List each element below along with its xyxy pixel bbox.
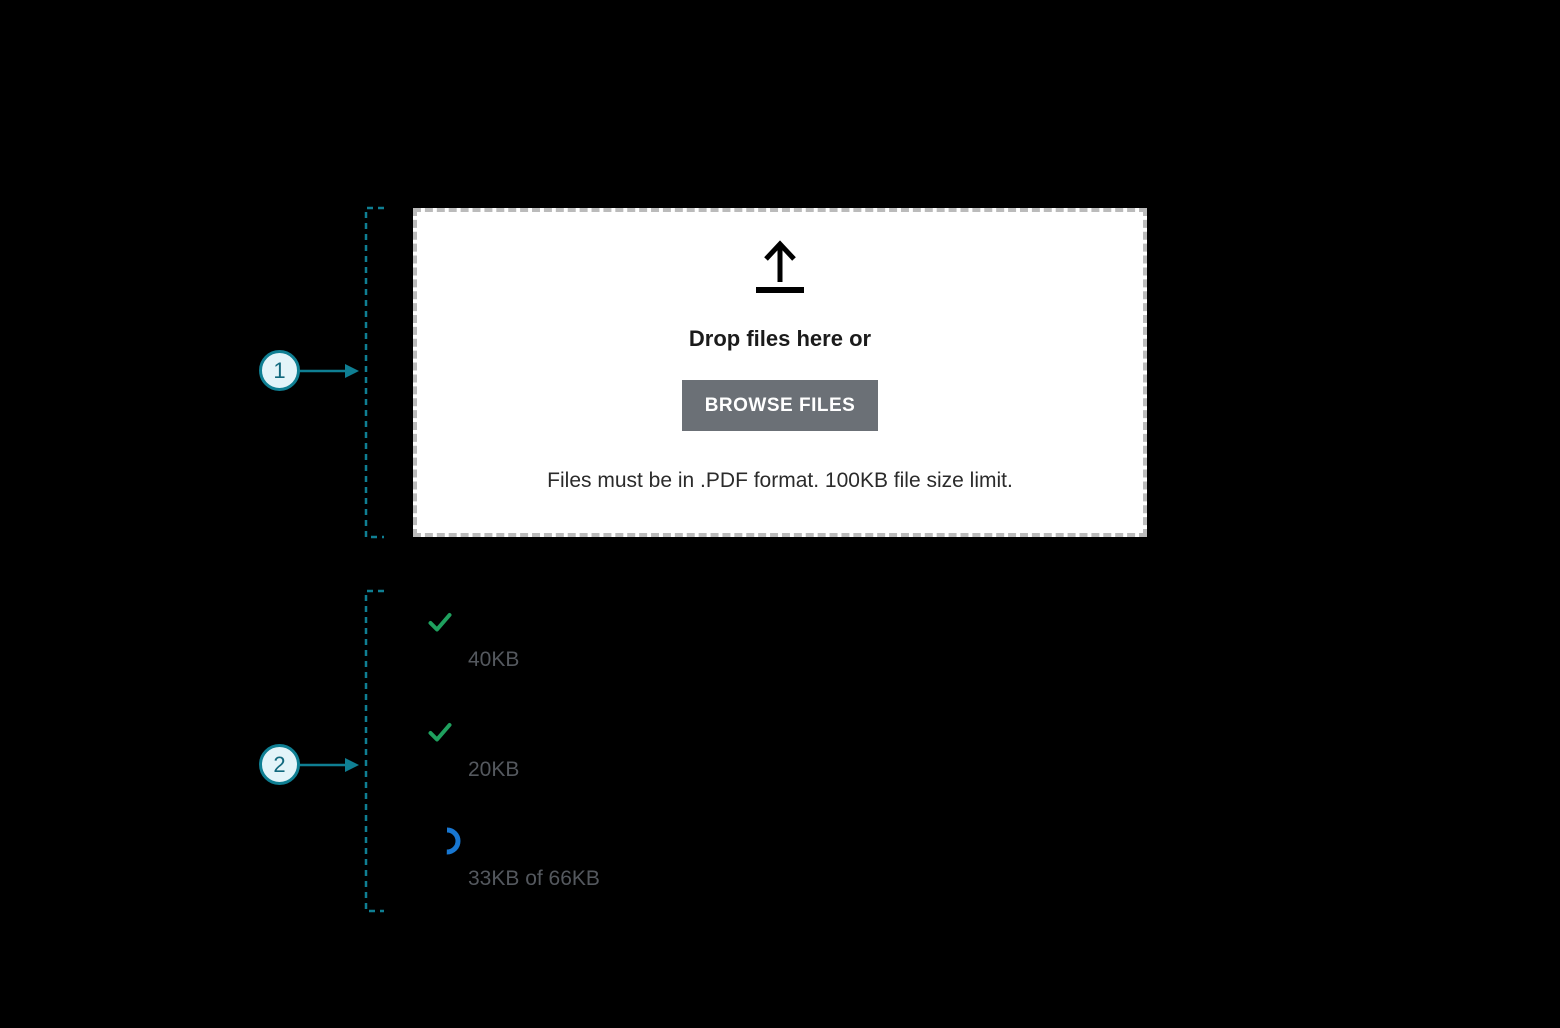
file-size-label: 20KB [468,758,520,781]
annotation-arrowhead-1 [345,364,359,378]
dropzone-hint: Files must be in .PDF format. 100KB file… [547,469,1013,492]
browse-files-button[interactable]: BROWSE FILES [682,380,878,431]
callout-2-badge: 2 [259,744,300,785]
dropzone-title: Drop files here or [688,326,872,351]
file-size-label: 40KB [468,648,520,671]
file-dropzone[interactable]: Drop files here or BROWSE FILES Files mu… [413,208,1147,537]
check-icon [428,723,452,742]
annotation-bracket-1 [364,206,384,539]
annotation-arrowhead-2 [345,758,359,772]
upload-list-item: 20KB [427,719,747,782]
progress-spinner-icon [433,827,461,855]
callout-2-number: 2 [273,751,286,777]
callout-1-badge: 1 [259,350,300,391]
upload-list-item: 40KB [427,609,747,672]
upload-icon [756,240,804,293]
callout-1-number: 1 [273,357,286,383]
file-size-label: 33KB of 66KB [468,867,600,890]
check-icon [428,613,452,632]
upload-list-item: 33KB of 66KB [427,826,747,891]
annotation-bracket-2 [364,589,384,913]
